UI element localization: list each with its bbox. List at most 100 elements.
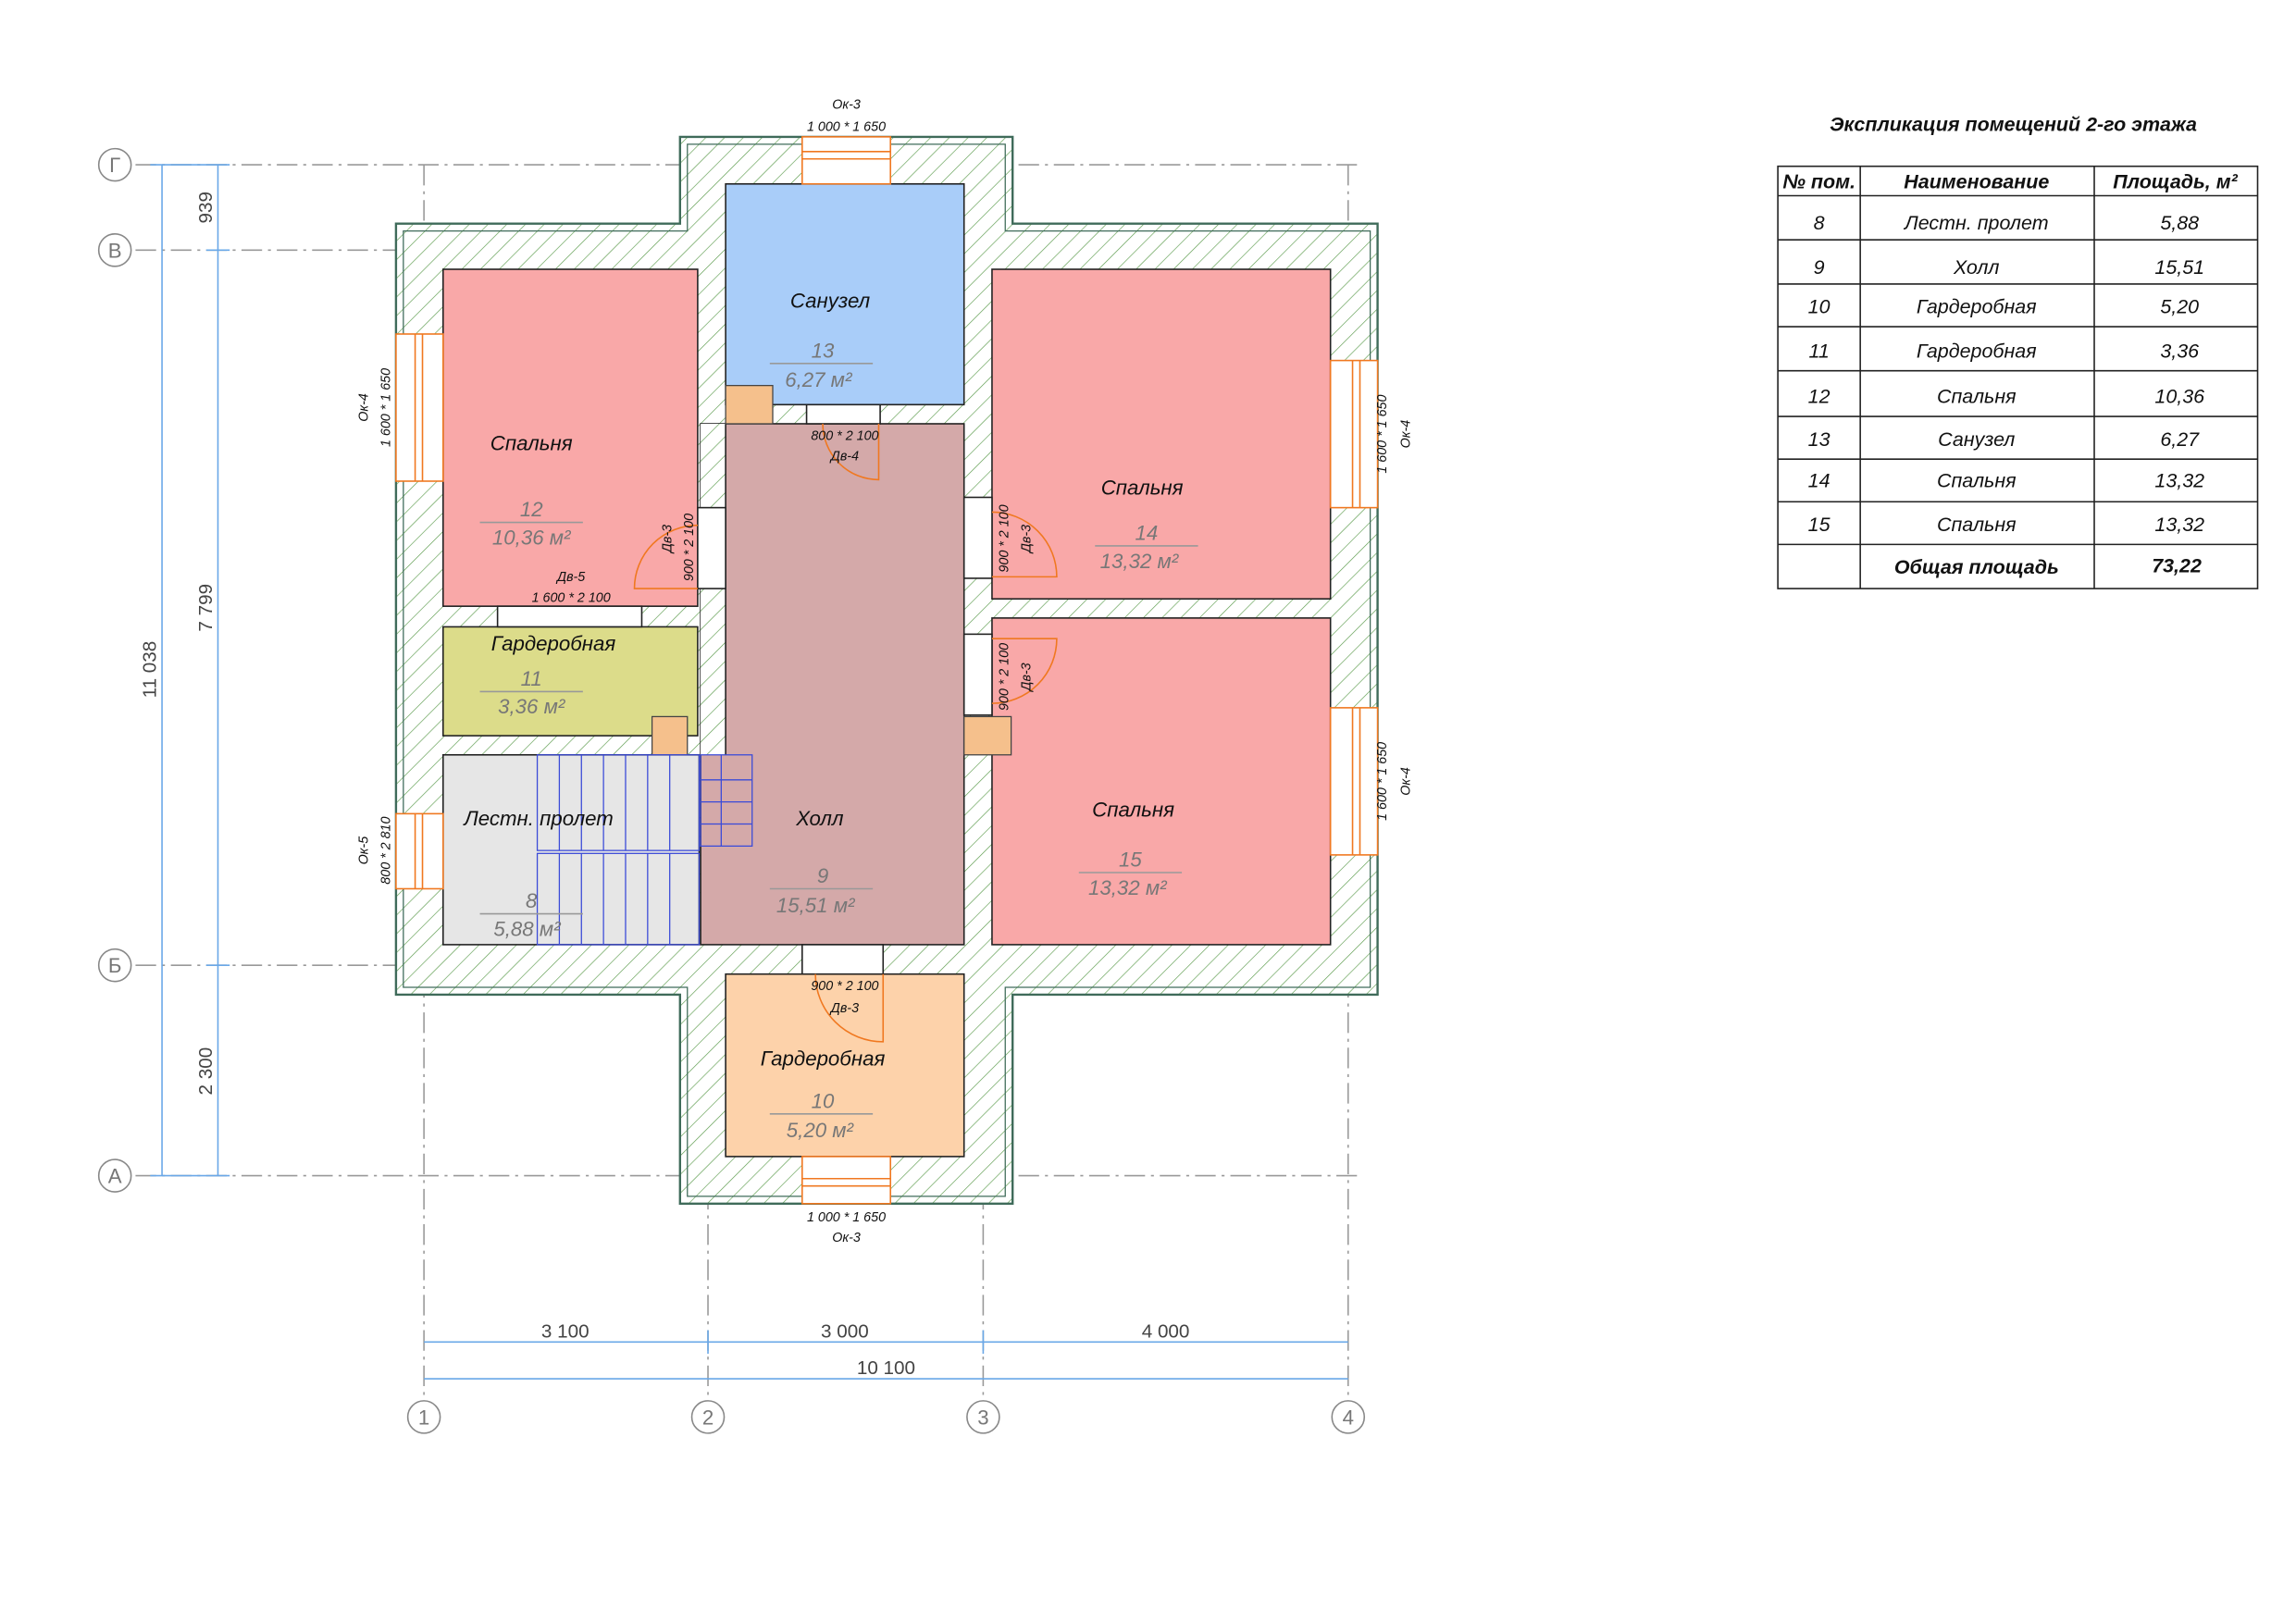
svg-text:14: 14 bbox=[1808, 469, 1831, 491]
axis-label-2: 2 bbox=[702, 1406, 714, 1429]
svg-text:Спальня: Спальня bbox=[1937, 386, 2017, 408]
ok4-right-top-size: 1 600 * 1 650 bbox=[1375, 395, 1390, 474]
svg-text:Спальня: Спальня bbox=[1937, 469, 2017, 491]
ok4-right-top-mark: Ок-4 bbox=[1399, 420, 1414, 449]
room-11-area: 3,36 м² bbox=[498, 695, 566, 718]
ok3-top-size: 1 000 * 1 650 bbox=[807, 120, 886, 135]
ok3-bottom-mark: Ок-3 bbox=[832, 1231, 861, 1245]
dimension-lines bbox=[150, 164, 1348, 1380]
table-header-area: Площадь, м² bbox=[2113, 171, 2238, 193]
room-10-number: 10 bbox=[812, 1089, 835, 1112]
rooms bbox=[441, 182, 1332, 1158]
svg-text:5,20: 5,20 bbox=[2160, 296, 2199, 318]
table-row: 12 Спальня 10,36 bbox=[1808, 386, 2204, 408]
room-10-area: 5,20 м² bbox=[787, 1119, 855, 1142]
dv3-left-mark: Дв-3 bbox=[660, 525, 675, 554]
room-9-name: Холл bbox=[795, 807, 844, 830]
room-14-name: Спальня bbox=[1101, 476, 1184, 499]
table-total-value: 73,22 bbox=[2152, 555, 2202, 577]
windows[interactable] bbox=[395, 136, 1379, 1205]
table-total-label: Общая площадь bbox=[1894, 556, 2059, 578]
room-15-area: 13,32 м² bbox=[1088, 876, 1168, 899]
room-9 bbox=[700, 423, 965, 946]
svg-text:10,36: 10,36 bbox=[2154, 386, 2204, 408]
table-row: 15 Спальня 13,32 bbox=[1808, 514, 2204, 536]
room-15 bbox=[991, 617, 1332, 946]
ok4-right-bottom-size: 1 600 * 1 650 bbox=[1375, 742, 1390, 821]
svg-text:13,32: 13,32 bbox=[2154, 514, 2204, 536]
svg-text:Гардеробная: Гардеробная bbox=[1917, 340, 2037, 362]
ok5-left-size: 800 * 2 810 bbox=[379, 817, 394, 885]
dim-left-total: 11 038 bbox=[140, 641, 161, 699]
ok4-left-mark: Ок-4 bbox=[357, 393, 372, 422]
room-15-name: Спальня bbox=[1092, 799, 1174, 822]
ok4-left-size: 1 600 * 1 650 bbox=[379, 368, 394, 447]
svg-text:Гардеробная: Гардеробная bbox=[1917, 296, 2037, 318]
room-8 bbox=[441, 753, 701, 946]
svg-text:10: 10 bbox=[1808, 296, 1831, 318]
dim-left-2300: 2 300 bbox=[195, 1047, 217, 1096]
dv4-mark: Дв-4 bbox=[829, 450, 859, 465]
svg-text:6,27: 6,27 bbox=[2160, 428, 2200, 451]
table-header-name: Наименование bbox=[1904, 171, 2049, 193]
ok5-left-mark: Ок-5 bbox=[357, 836, 372, 865]
dv3-r14-mark: Дв-3 bbox=[1019, 525, 1034, 554]
svg-text:11: 11 bbox=[1808, 340, 1829, 362]
dv4-size: 800 * 2 100 bbox=[811, 428, 878, 443]
room-13-name: Санузел bbox=[790, 289, 871, 312]
room-8-area: 5,88 м² bbox=[493, 917, 562, 940]
doors[interactable] bbox=[496, 403, 1058, 1043]
svg-text:Спальня: Спальня bbox=[1937, 514, 2017, 536]
dim-bottom-4000: 4 000 bbox=[1142, 1320, 1190, 1342]
ok4-right-bottom-mark: Ок-4 bbox=[1399, 767, 1414, 796]
table-title: Экспликация помещений 2-го этажа bbox=[1830, 114, 2197, 136]
axis-label-4: 4 bbox=[1343, 1406, 1354, 1429]
partition-wall bbox=[701, 423, 726, 755]
room-13 bbox=[725, 182, 965, 406]
table-row: 13 Санузел 6,27 bbox=[1808, 428, 2200, 451]
dim-left-7799: 7 799 bbox=[195, 584, 217, 632]
axis-label-b: Б bbox=[108, 954, 122, 977]
dv3-r15-size: 900 * 2 100 bbox=[997, 643, 1011, 711]
svg-text:15: 15 bbox=[1808, 514, 1831, 536]
ok3-top-mark: Ок-3 bbox=[832, 98, 861, 113]
room-12-name: Спальня bbox=[490, 432, 573, 455]
svg-text:Санузел: Санузел bbox=[1938, 428, 2015, 451]
room-11-name: Гардеробная bbox=[491, 632, 616, 655]
table-row: 14 Спальня 13,32 bbox=[1808, 469, 2204, 491]
dv3-left-size: 900 * 2 100 bbox=[682, 514, 697, 581]
table-header-number: № пом. bbox=[1782, 171, 1855, 193]
room-schedule-table: Экспликация помещений 2-го этажа № пом. … bbox=[1777, 114, 2259, 589]
dim-bottom-total: 10 100 bbox=[857, 1357, 915, 1379]
svg-text:15,51: 15,51 bbox=[2154, 256, 2204, 279]
room-10-name: Гардеробная bbox=[761, 1047, 886, 1070]
room-12-number: 12 bbox=[520, 498, 543, 521]
svg-text:9: 9 bbox=[1814, 256, 1825, 279]
room-9-number: 9 bbox=[817, 864, 828, 887]
outer-wall-inner-outline bbox=[403, 143, 1371, 1197]
room-15-number: 15 bbox=[1119, 849, 1142, 872]
room-9-area: 15,51 м² bbox=[776, 894, 856, 917]
svg-text:12: 12 bbox=[1808, 386, 1831, 408]
svg-text:8: 8 bbox=[1814, 212, 1825, 234]
table-row: 10 Гардеробная 5,20 bbox=[1808, 296, 2199, 318]
svg-text:13: 13 bbox=[1808, 428, 1831, 451]
svg-text:Лестн. пролет: Лестн. пролет bbox=[1903, 212, 2049, 234]
axis-label-g: Г bbox=[109, 154, 120, 177]
svg-text:13,32: 13,32 bbox=[2154, 469, 2204, 491]
room-13-number: 13 bbox=[812, 339, 835, 362]
room-8-name: Лестн. пролет bbox=[462, 807, 613, 830]
dv3-r15-mark: Дв-3 bbox=[1019, 663, 1034, 692]
axis-label-v: В bbox=[108, 239, 122, 262]
room-12 bbox=[441, 268, 699, 607]
room-12-area: 10,36 м² bbox=[492, 526, 572, 549]
axis-bubbles bbox=[97, 147, 1366, 1434]
dim-bottom-3000: 3 000 bbox=[821, 1320, 869, 1342]
dv3-r14-size: 900 * 2 100 bbox=[997, 504, 1011, 572]
room-11-number: 11 bbox=[521, 667, 542, 690]
dim-bottom-3100: 3 100 bbox=[541, 1320, 590, 1342]
